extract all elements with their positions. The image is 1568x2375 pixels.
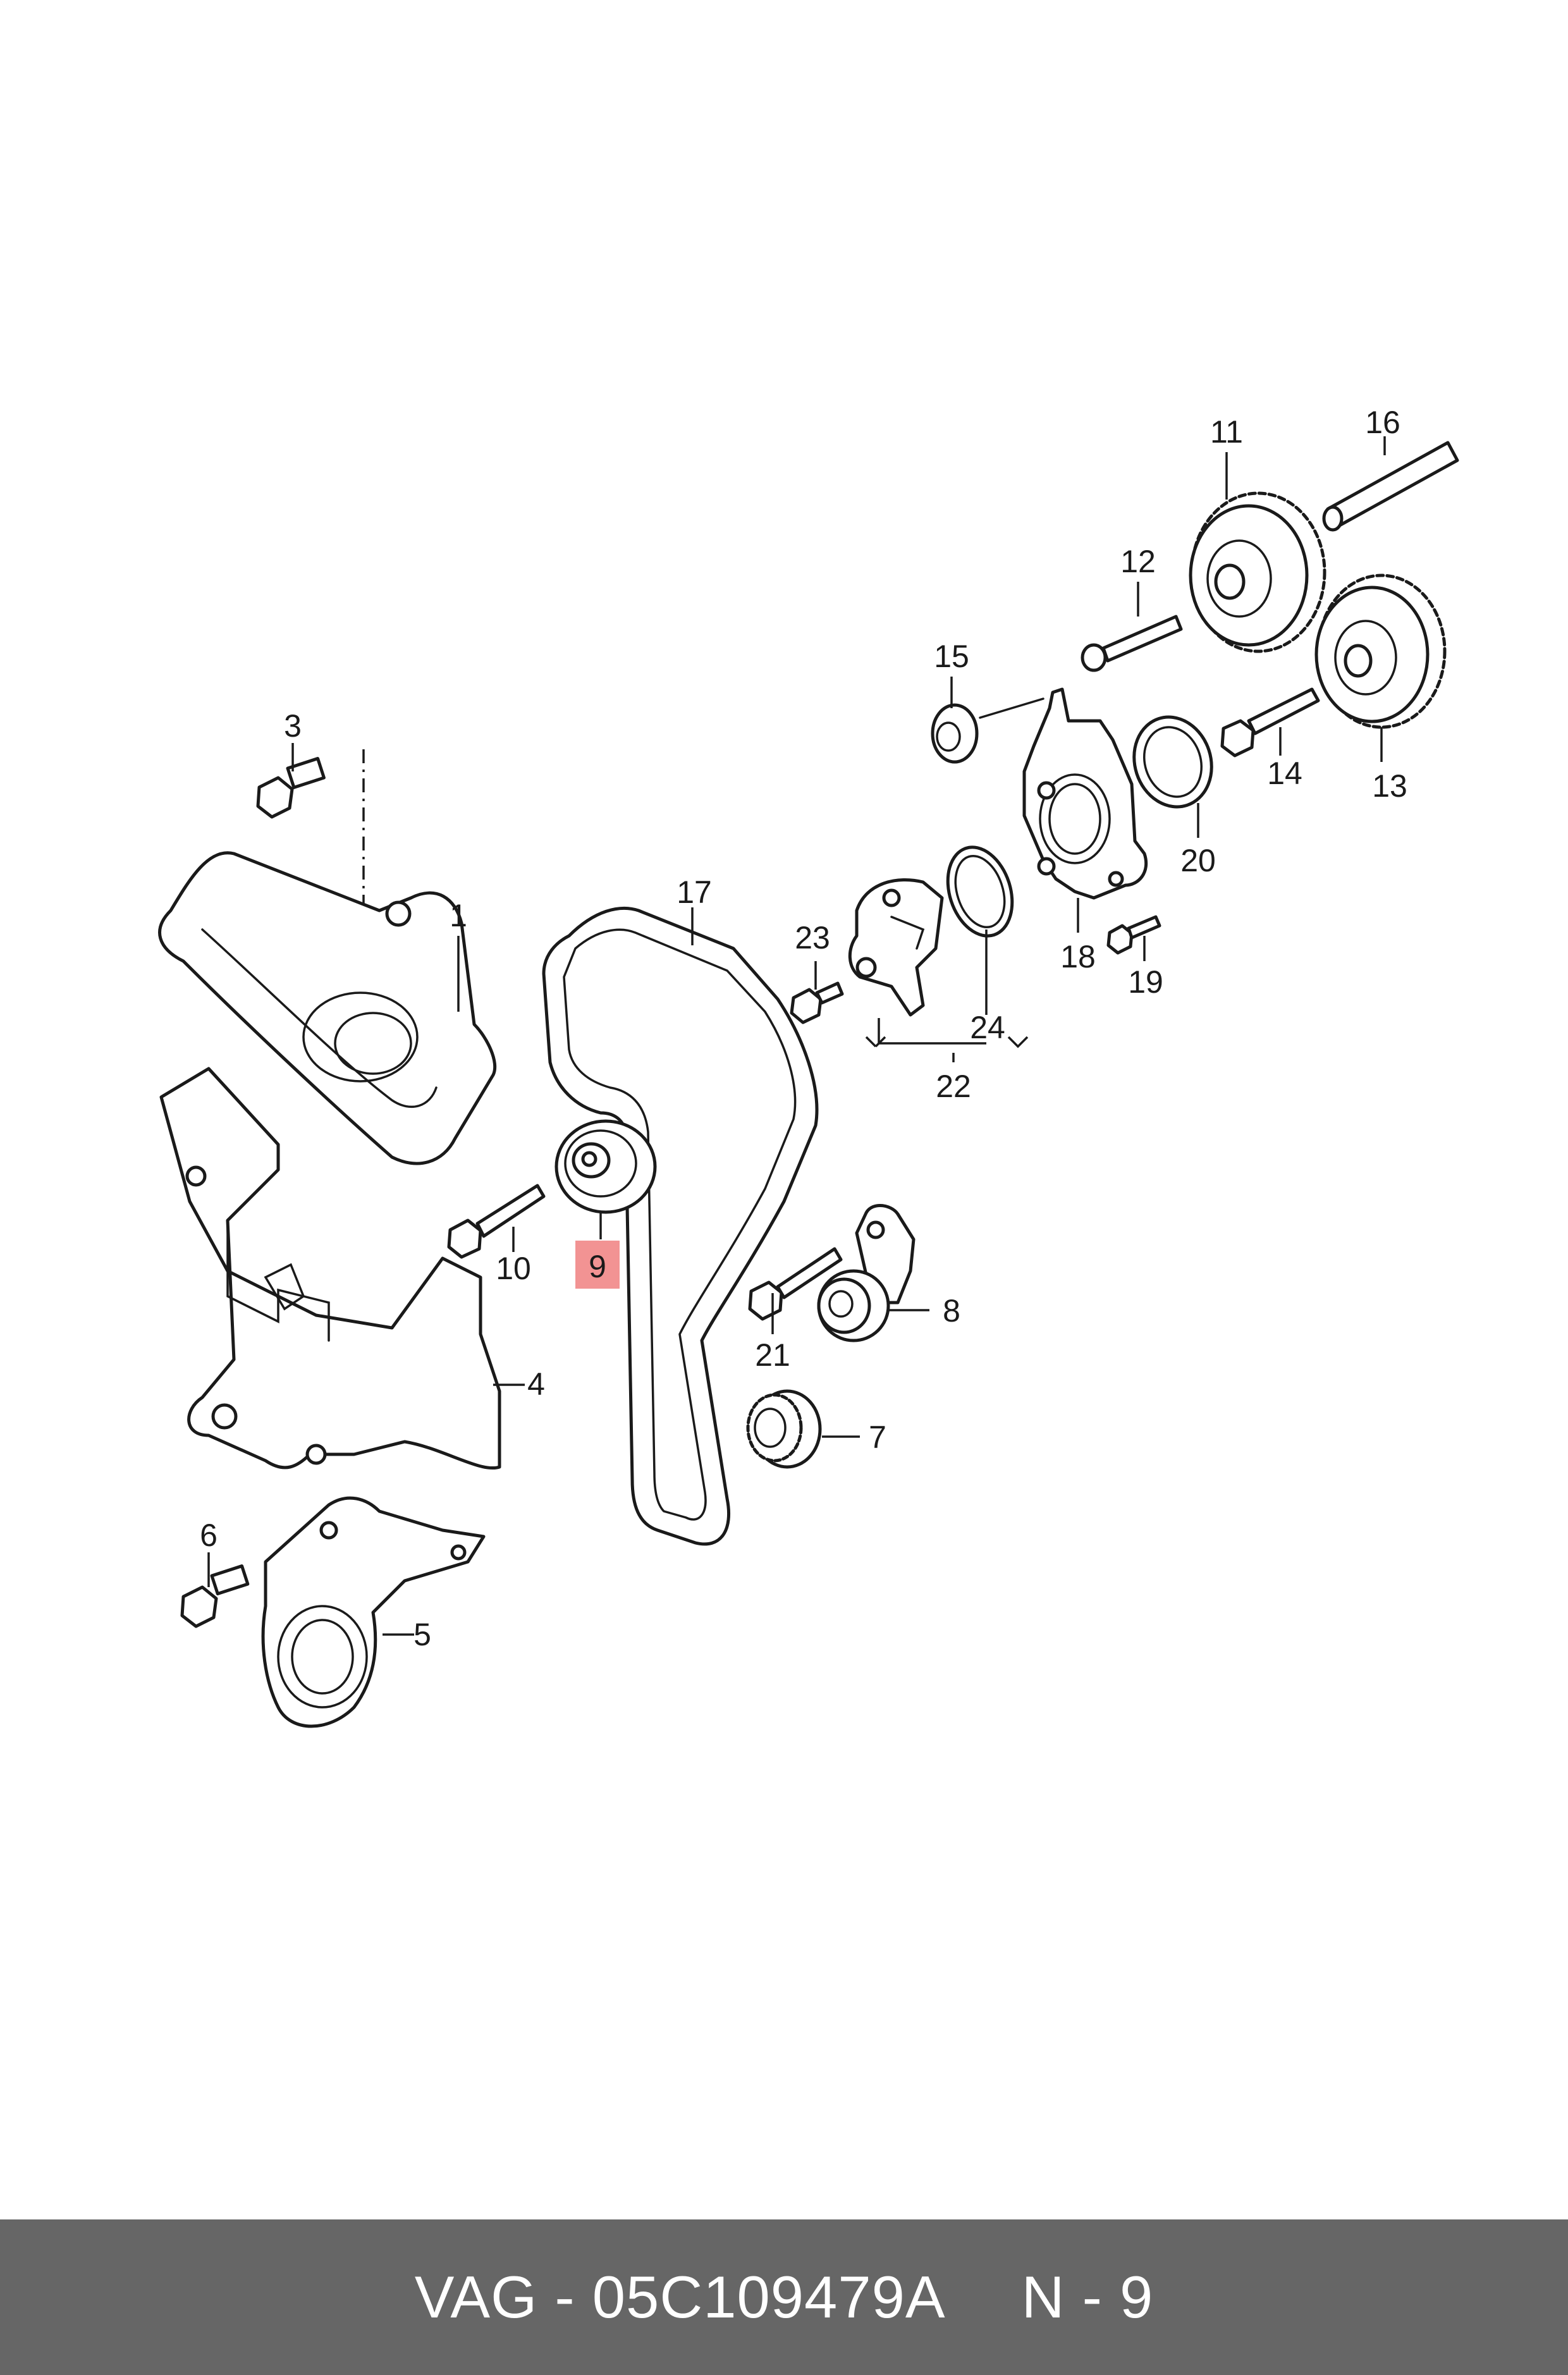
part-13-cam-sprocket xyxy=(1314,574,1447,729)
position-text: N - 9 xyxy=(1021,2264,1154,2330)
callout-10: 10 xyxy=(496,1251,531,1286)
callout-8: 8 xyxy=(943,1293,960,1329)
part-22-tensioner xyxy=(848,878,944,1017)
part-23-bolt xyxy=(790,981,844,1024)
callout-18: 18 xyxy=(1060,939,1096,974)
part-3-bolt xyxy=(256,757,326,819)
part-18-camshaft-housing xyxy=(1022,687,1148,900)
callout-23: 23 xyxy=(795,920,830,955)
part-6-bolt xyxy=(180,1564,250,1628)
part-12-bolt xyxy=(1081,615,1183,672)
footer-bar: VAG - 05C109479A N - 9 xyxy=(0,2219,1568,2375)
part-19-bolt xyxy=(1106,915,1161,955)
part-15-nut xyxy=(931,703,979,764)
part-14-bolt xyxy=(1220,687,1320,758)
callout-16: 16 xyxy=(1365,405,1400,440)
callout-9-highlight xyxy=(575,1241,620,1289)
part-24-oring xyxy=(946,845,1014,938)
parts-diagram: 3 1 4 5 6 7 8 9 10 21 17 23 24 22 15 12 … xyxy=(158,405,1459,1728)
callout-13: 13 xyxy=(1372,768,1407,804)
part-1-upper-cover xyxy=(158,851,497,1165)
callout-19: 19 xyxy=(1128,964,1163,1000)
part-16-pin xyxy=(1322,441,1459,532)
part-10-bolt xyxy=(447,1184,546,1259)
part-5-lower-cover xyxy=(261,1496,486,1728)
part-number-text: VAG - 05C109479A xyxy=(414,2264,946,2330)
bracket-22 xyxy=(878,1018,986,1045)
callout-11: 11 xyxy=(1210,414,1243,450)
callout-5: 5 xyxy=(413,1617,431,1652)
callout-7: 7 xyxy=(869,1420,886,1455)
callout-20: 20 xyxy=(1180,843,1216,878)
axis-15 xyxy=(979,697,1044,719)
part-4-rear-cover xyxy=(159,1067,501,1470)
callout-14: 14 xyxy=(1267,756,1302,791)
part-11-cam-sprocket xyxy=(1189,491,1326,653)
callout-12: 12 xyxy=(1120,544,1156,579)
callout-15: 15 xyxy=(934,639,969,674)
callout-6: 6 xyxy=(200,1518,217,1553)
part-20-seal xyxy=(1132,715,1213,809)
callout-4: 4 xyxy=(527,1366,545,1402)
part-17-timing-belt xyxy=(542,906,819,1546)
bracket-22-ticks xyxy=(865,1036,1029,1048)
callout-24: 24 xyxy=(970,1010,1005,1045)
part-9-tension-roller xyxy=(554,1119,657,1214)
callout-9: 9 xyxy=(589,1249,606,1284)
callout-3: 3 xyxy=(284,708,302,744)
callout-17: 17 xyxy=(677,875,712,910)
part-7-crank-sprocket xyxy=(746,1389,822,1469)
callout-22: 22 xyxy=(936,1069,971,1104)
callout-21: 21 xyxy=(755,1337,790,1373)
leader-lines xyxy=(207,436,1386,1636)
part-8-idler-pulley xyxy=(817,1203,916,1342)
callout-1: 1 xyxy=(450,898,467,933)
